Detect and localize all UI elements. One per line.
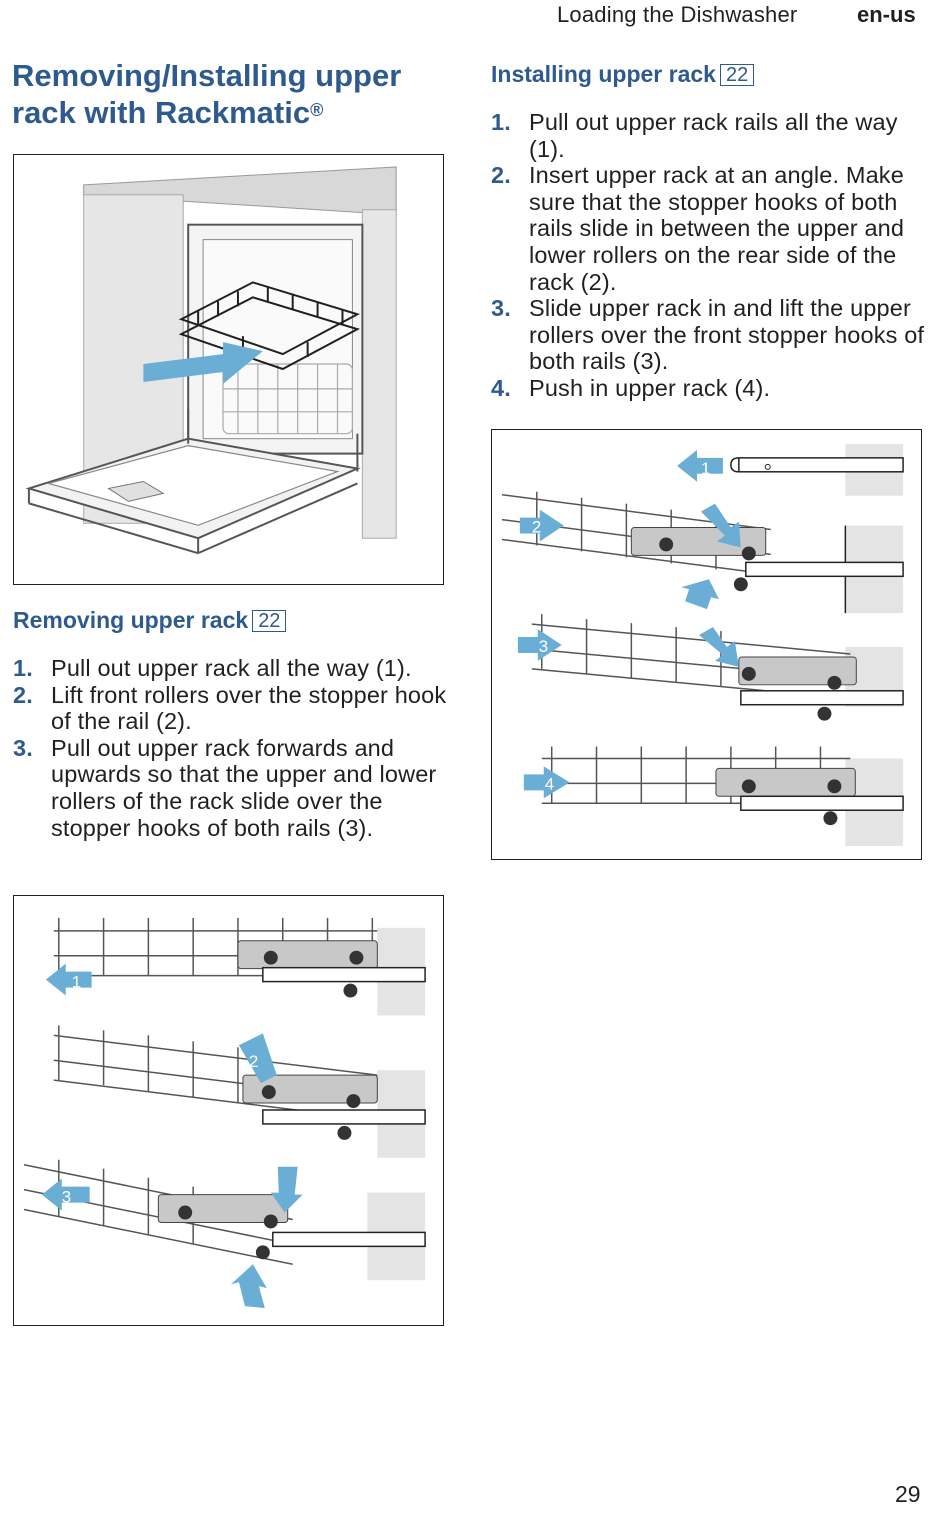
step-text: Insert upper rack at an angle. Make sure… <box>529 162 905 295</box>
installing-arrow-label-1: 1 <box>701 459 710 478</box>
removing-steps: 1. Pull out upper rack all the way (1). 2… <box>13 655 453 841</box>
step-text: Pull out upper rack all the way (1). <box>51 655 412 681</box>
removing-heading-text: Removing upper rack <box>13 607 249 633</box>
step-text: Pull out upper rack forwards and upwards… <box>51 734 437 841</box>
installing-step: 4. Push in upper rack (4). <box>491 375 931 402</box>
step-number: 3. <box>13 734 33 761</box>
page-number: 29 <box>895 1481 921 1507</box>
step-number: 2. <box>491 162 511 189</box>
installing-figure-ref: 22 <box>719 64 755 86</box>
running-header-language: en-us <box>857 2 916 27</box>
step-number: 1. <box>13 655 33 681</box>
step-text: Lift front rollers over the stopper hook… <box>51 681 447 735</box>
step-text: Slide upper rack in and lift the upper r… <box>529 295 925 375</box>
installing-heading-text: Installing upper rack <box>491 61 716 87</box>
removing-step: 1. Pull out upper rack all the way (1). <box>13 655 453 682</box>
removing-panel-1: 1 <box>45 917 426 1016</box>
page-title-text: Removing/Installing upper rack with Rack… <box>12 58 402 130</box>
removing-figure-ref: 22 <box>252 610 287 632</box>
removing-step: 2. Lift front rollers over the stopper ho… <box>13 682 453 735</box>
page-title: Removing/Installing upper rack with Rack… <box>12 57 442 131</box>
installing-panel-1: 1 <box>677 443 904 496</box>
step-number: 3. <box>491 295 511 322</box>
dishwasher-illustration-svg <box>25 166 397 555</box>
step-number: 2. <box>13 681 33 708</box>
installing-steps-illustration: 1 2 <box>491 429 922 860</box>
step-text: Push in upper rack (4). <box>529 374 771 401</box>
removing-arrow-label-1: 1 <box>72 973 81 992</box>
installing-step: 1. Pull out upper rack rails all the way … <box>491 109 931 162</box>
installing-panel-3: 3 <box>517 614 904 721</box>
installing-panel-4: 4 <box>523 746 904 847</box>
removing-arrow-label-3: 3 <box>62 1188 71 1207</box>
registered-mark: ® <box>310 100 324 120</box>
installing-arrow-label-4: 4 <box>545 774 554 793</box>
removing-steps-illustration: 1 2 <box>13 895 444 1326</box>
running-header-section: Loading the Dishwasher <box>557 2 798 27</box>
step-text: Pull out upper rack rails all the way (1… <box>529 109 898 162</box>
removing-panel-3: 3 <box>23 1159 426 1309</box>
installing-step: 3. Slide upper rack in and lift the upper… <box>491 295 931 375</box>
step-number: 1. <box>491 109 511 135</box>
removing-arrow-label-2: 2 <box>249 1052 258 1071</box>
removing-panel-2: 2 <box>53 1025 426 1158</box>
installing-arrow-label-3: 3 <box>539 637 548 656</box>
installing-panel-2: 2 <box>501 491 904 614</box>
dishwasher-rack-removal-illustration <box>13 154 444 585</box>
installing-step: 2. Insert upper rack at an angle. Make su… <box>491 162 931 295</box>
step-number: 4. <box>491 374 511 401</box>
installing-steps-svg: 1 2 <box>501 443 904 847</box>
installing-steps: 1. Pull out upper rack rails all the way … <box>491 109 931 402</box>
installing-arrow-label-2: 2 <box>532 518 541 537</box>
removing-step: 3. Pull out upper rack forwards and upwar… <box>13 735 453 841</box>
removing-steps-svg: 1 2 <box>23 917 426 1309</box>
